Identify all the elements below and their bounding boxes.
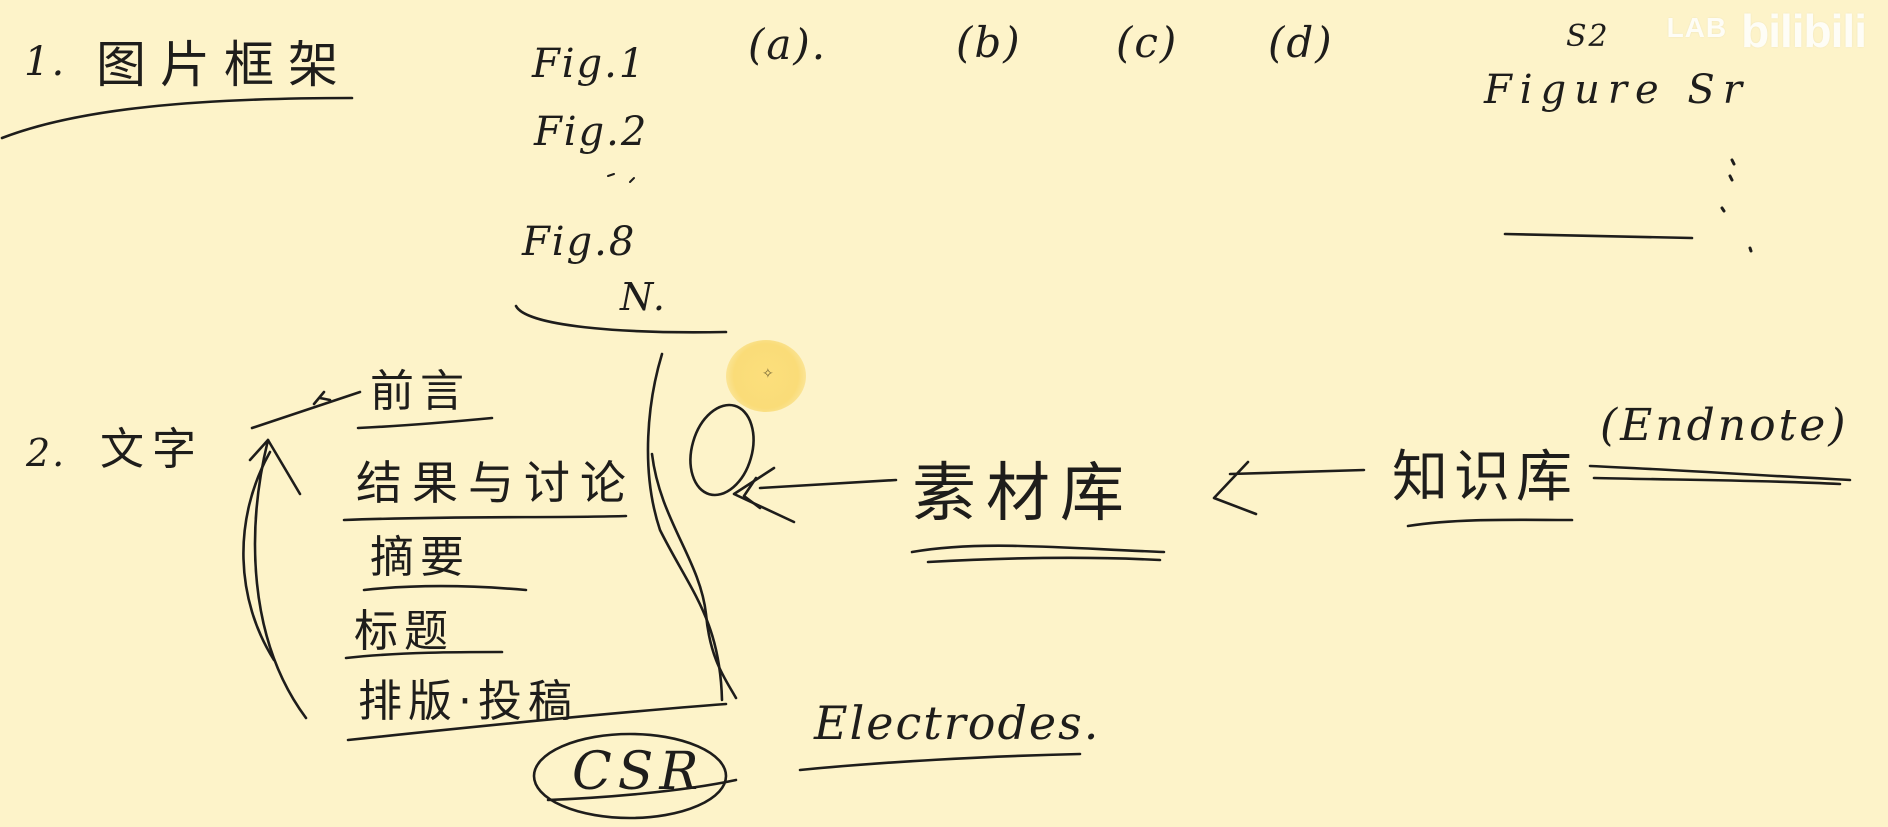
figure-list-item: Fig.8 [522, 219, 637, 265]
arrow-to-oval [758, 478, 898, 490]
figure-list-item: N. [620, 275, 667, 319]
heading2-arrow-head [248, 438, 302, 496]
arrow-to-library [1228, 468, 1366, 476]
supplementary-mark: S2 [1566, 19, 1610, 54]
panel-label: (b) [956, 18, 1022, 67]
figure-list-dots [607, 173, 635, 183]
material-library-label: 素材库 [912, 457, 1134, 531]
section-item: 标题 [354, 606, 454, 657]
watermark-lab-text: LAB [1666, 12, 1728, 43]
panel-label: (a). [748, 20, 828, 69]
section-item: 排版·投稿 [358, 676, 578, 727]
figure-list-item: Fig.1 [532, 41, 647, 87]
heading2-branch-top [250, 390, 362, 430]
csr-circle [532, 732, 728, 820]
supplementary-label: Figure Sr [1484, 67, 1750, 113]
csr-label: CSR [572, 742, 705, 802]
heading2-title: 文字 [100, 424, 204, 475]
endnote-underline [1588, 464, 1852, 482]
supplementary-underline [1503, 232, 1694, 240]
pointer-highlight [726, 340, 806, 412]
section-item: 结果与讨论 [356, 456, 636, 510]
sections-underline-1 [356, 416, 494, 430]
figure-list-underline [514, 304, 728, 334]
heading2-arrow-shaft-2 [242, 450, 276, 662]
section-item: 摘要 [370, 532, 470, 583]
endnote-label: (Endnote) [1600, 400, 1849, 451]
panel-label: (d) [1268, 18, 1334, 67]
sections-underline-2 [342, 514, 628, 522]
video-watermark: LAB bilibili [1666, 4, 1867, 58]
material-library-underline-2 [926, 556, 1162, 564]
sections-underline-4 [344, 650, 504, 660]
knowledge-base-label: 知识库 [1392, 445, 1578, 510]
arrow-to-oval-head [732, 466, 796, 524]
csr-underline [546, 778, 738, 802]
vertical-divider-2 [650, 452, 738, 700]
arrow-to-library-head [1212, 460, 1258, 516]
endnote-underline-2 [1592, 476, 1842, 486]
arrow-to-oval-head-2 [742, 476, 762, 510]
material-library-underline [910, 544, 1166, 554]
supplementary-dots [1720, 158, 1753, 253]
heading1-number: 1. [24, 39, 67, 85]
heading2-branch-tick [312, 390, 332, 406]
bilibili-logo: bilibili [1741, 5, 1867, 57]
heading2-arrow-shaft [253, 438, 308, 720]
pointer-icon: ✧ [762, 366, 774, 382]
oval-mark [689, 403, 755, 497]
panel-label: (c) [1116, 18, 1179, 67]
heading2-number: 2. [26, 431, 67, 475]
sections-underline-3 [362, 584, 528, 592]
section-item: 前言 [370, 366, 470, 417]
heading1-title: 图片框架 [96, 36, 352, 94]
sections-underline-5 [346, 702, 728, 742]
knowledge-base-underline [1406, 518, 1574, 528]
vertical-divider [646, 352, 724, 702]
electrodes-label: Electrodes. [814, 696, 1101, 750]
figure-list-item: Fig.2 [534, 109, 649, 155]
electrodes-underline [798, 752, 1082, 772]
heading1-underline [0, 96, 354, 140]
